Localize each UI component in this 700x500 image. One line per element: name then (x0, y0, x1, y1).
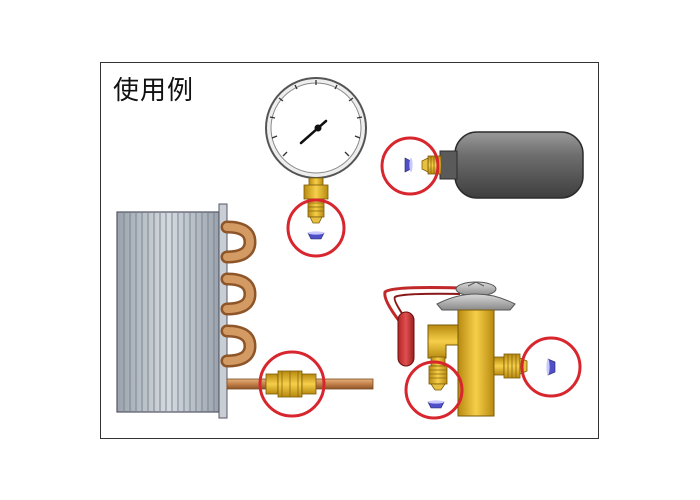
heat-exchanger-icon (116, 203, 374, 419)
expansion-valve-icon (383, 281, 556, 417)
pressure-gauge-icon (265, 77, 367, 240)
valve-inlet-highlight (404, 360, 464, 420)
gauge-joint-highlight (286, 198, 346, 258)
union-joint-highlight (258, 350, 326, 418)
valve-outlet-highlight (520, 336, 582, 398)
gas-tank-icon (404, 131, 584, 199)
tank-joint-highlight (380, 136, 440, 196)
page-title: 使用例 (113, 76, 195, 106)
